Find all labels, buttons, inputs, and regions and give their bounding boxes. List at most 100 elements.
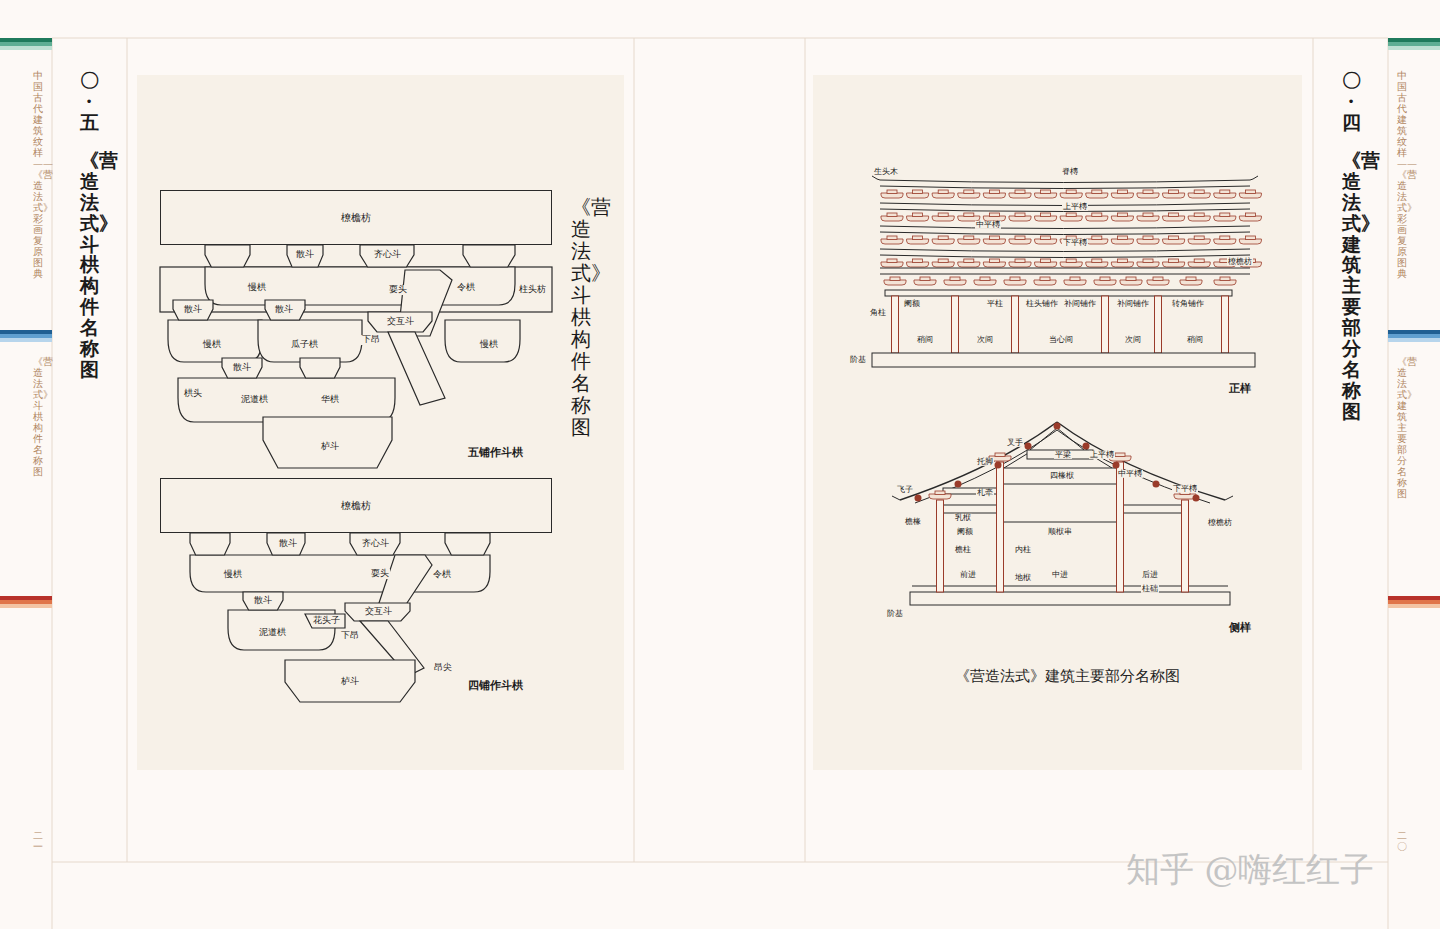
- purlin: [1113, 462, 1120, 469]
- mini-block: [890, 277, 900, 281]
- part-label: 飞子: [896, 486, 914, 494]
- mini-block: [1143, 213, 1153, 217]
- purlin: [955, 481, 962, 488]
- part-label: 上平槫: [1062, 203, 1088, 211]
- bracket-arm: [445, 320, 520, 362]
- frame-line: [805, 38, 806, 862]
- mini-block: [1153, 277, 1163, 281]
- part-label: 后进: [1141, 571, 1159, 579]
- mini-block: [938, 190, 948, 194]
- mini-block: [1245, 190, 1255, 194]
- part-label: 散斗: [253, 596, 273, 606]
- figure-label: 四铺作斗栱: [467, 680, 524, 692]
- edge-stripe: [0, 600, 52, 604]
- platform: [910, 592, 1230, 605]
- purlin: [915, 495, 922, 502]
- part-label: 散斗: [295, 250, 315, 260]
- part-label: 柱础: [1141, 585, 1159, 593]
- mini-block: [913, 213, 923, 217]
- edge-stripe: [0, 334, 52, 338]
- mini-block: [1015, 259, 1025, 263]
- purlin: [1083, 443, 1090, 450]
- mini-block: [1143, 259, 1153, 263]
- part-label: 檐柱: [954, 546, 972, 554]
- roof-slope: [1057, 422, 1225, 500]
- page-number: 二〇: [1397, 830, 1407, 852]
- beam: [1120, 505, 1182, 513]
- part-label: 交互斗: [364, 607, 393, 617]
- bracket-arm: [190, 555, 490, 592]
- part-label: 乳栿: [954, 514, 972, 522]
- mini-block: [1245, 213, 1255, 217]
- beam-box: 橑檐枋: [160, 190, 552, 245]
- mini-block: [887, 190, 897, 194]
- part-label: 补间铺作: [1116, 300, 1150, 308]
- part-label: 橑檐枋: [1207, 519, 1233, 527]
- mini-block: [1194, 190, 1204, 194]
- bearing-block: [445, 533, 490, 555]
- mini-block: [1115, 453, 1125, 457]
- part-label: 慢栱: [202, 340, 222, 350]
- edge-stripe: [0, 46, 52, 50]
- mini-block: [935, 491, 945, 495]
- frame-line: [52, 38, 1388, 39]
- running-header: 《营造法式》斗栱构件名称图: [33, 356, 43, 477]
- edge-stripe: [0, 42, 52, 46]
- mini-block: [1092, 259, 1102, 263]
- mini-block: [1220, 236, 1230, 240]
- architrave: [885, 290, 1232, 296]
- part-label: 散斗: [278, 539, 298, 549]
- mini-block: [964, 190, 974, 194]
- mini-block: [887, 236, 897, 240]
- purlin-band: [880, 232, 1250, 235]
- mini-block: [1066, 259, 1076, 263]
- mini-block: [1100, 277, 1110, 281]
- eave-beam: [880, 268, 1250, 269]
- purlin: [1193, 495, 1200, 502]
- column: [1222, 296, 1229, 353]
- mini-block: [989, 259, 999, 263]
- beam: [1027, 450, 1093, 459]
- mini-block: [964, 236, 974, 240]
- mini-block: [1092, 213, 1102, 217]
- running-header: 中国古代建筑纹样——《营造法式》彩画复原图典: [33, 70, 43, 279]
- mini-block: [1169, 190, 1179, 194]
- mini-block: [938, 236, 948, 240]
- part-label: 花头子: [312, 616, 341, 626]
- tie-beam: [1003, 522, 1117, 523]
- column: [1102, 296, 1109, 353]
- bracket-arm: [168, 320, 262, 362]
- beam: [160, 267, 552, 312]
- part-label: 托脚: [976, 458, 994, 466]
- part-label: 耍头: [370, 569, 390, 579]
- bearing-block: [222, 358, 262, 378]
- part-label: 泥道栱: [258, 628, 287, 638]
- nose-piece: [378, 555, 432, 606]
- part-label: 中进: [1051, 571, 1069, 579]
- mini-block: [1220, 190, 1230, 194]
- part-label: 交互斗: [386, 317, 415, 327]
- part-label: 散斗: [232, 363, 252, 373]
- mini-block: [1041, 190, 1051, 194]
- part-label: 地栿: [1014, 574, 1032, 582]
- part-label: 当心间: [1048, 336, 1074, 344]
- part-label: 阶基: [849, 356, 867, 364]
- part-label: 瓜子栱: [290, 340, 319, 350]
- part-label: 阶基: [886, 610, 904, 618]
- strut: [1030, 428, 1057, 450]
- part-label: 散斗: [274, 305, 294, 315]
- roof-slope: [1057, 430, 1210, 503]
- part-label: 生头木: [873, 168, 899, 176]
- mini-block: [964, 259, 974, 263]
- platform: [872, 353, 1255, 367]
- bearing-block: [345, 603, 410, 621]
- mini-block: [1066, 190, 1076, 194]
- edge-stripe: [1388, 596, 1440, 600]
- flower-head: [305, 614, 345, 628]
- part-label: 慢栱: [247, 283, 267, 293]
- mini-block: [1010, 277, 1020, 281]
- figure-label: 侧样: [1228, 622, 1252, 634]
- mini-block: [1015, 190, 1025, 194]
